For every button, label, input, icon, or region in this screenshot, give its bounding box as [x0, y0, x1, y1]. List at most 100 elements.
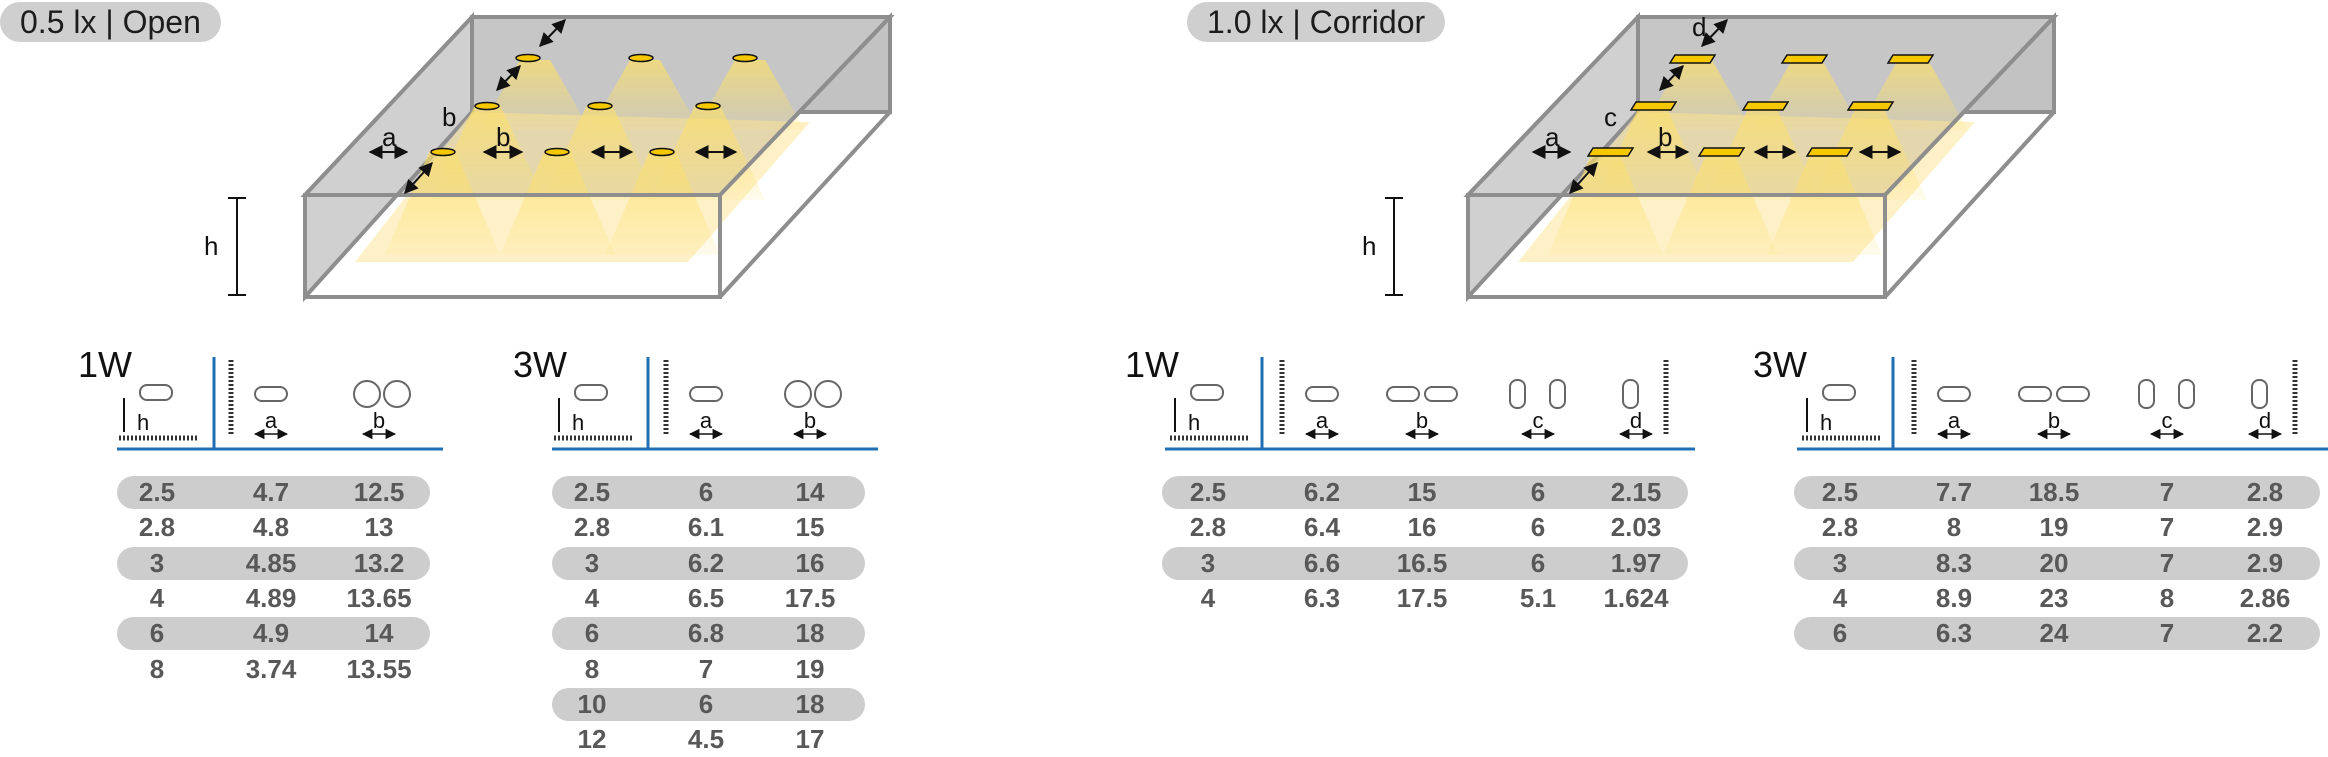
- dim-label-c: c: [1604, 102, 1617, 132]
- luminaire-icon: [2251, 379, 2268, 409]
- table-cell: 12: [577, 724, 607, 755]
- light-spot-icon: [383, 380, 411, 408]
- table-cell: 2.8: [573, 512, 611, 543]
- table-cell: 4.8: [252, 512, 290, 543]
- column-label-a: a: [1316, 408, 1329, 433]
- table-cell: 5.1: [1519, 582, 1557, 613]
- luminaire-icon: [1424, 386, 1458, 402]
- table-cell: 13: [364, 512, 394, 543]
- dim-label-h: h: [204, 231, 218, 261]
- table-cell: 16: [795, 547, 825, 578]
- table-cell: 12.5: [353, 477, 405, 507]
- table-cell: 6.3: [1935, 618, 1973, 649]
- table-cell: 8: [2159, 582, 2175, 613]
- table-cell: 2.5: [1821, 477, 1859, 507]
- column-label-d: d: [1630, 408, 1642, 433]
- dim-label-b: b: [442, 102, 456, 132]
- table-cell: 7: [2159, 477, 2175, 507]
- table-cell: 4.5: [687, 724, 725, 755]
- luminaires: [1586, 54, 1935, 157]
- table-cell: 3: [149, 547, 165, 578]
- table-cell: 6: [698, 688, 714, 719]
- luminaires: [430, 53, 758, 157]
- luminaire-icon: [2018, 386, 2052, 402]
- luminaire-icon: [1549, 379, 1566, 409]
- table-cell: 6.3: [1303, 582, 1341, 613]
- wattage-label: 1W: [1125, 344, 1179, 385]
- table-cell: 13.55: [346, 653, 412, 684]
- table-cell: 18: [795, 688, 825, 719]
- table-cell: 6: [1530, 512, 1546, 543]
- table-cell: 7: [2159, 512, 2175, 543]
- table-cell: 3: [1200, 547, 1216, 578]
- table-cell: 4: [149, 582, 165, 613]
- luminaire-icon: [574, 384, 608, 401]
- dim-label-h: h: [1362, 231, 1376, 261]
- table-cell: 2.86: [2239, 582, 2291, 613]
- table-cell: 1.97: [1610, 547, 1662, 578]
- table-cell: 4.85: [245, 547, 297, 578]
- column-label-a: a: [700, 408, 713, 433]
- table-cell: 8.9: [1935, 582, 1973, 613]
- table-cell: 6: [1530, 477, 1546, 507]
- table-cell: 8: [1946, 512, 1962, 543]
- table-cell: 6.6: [1303, 547, 1341, 578]
- table-cell: 6: [698, 477, 714, 507]
- table-cell: 3.74: [245, 653, 297, 684]
- table-cell: 2.15: [1610, 477, 1662, 507]
- wattage-label: 3W: [513, 344, 567, 385]
- table-cell: 8: [584, 653, 600, 684]
- column-label-b: b: [804, 408, 816, 433]
- wattage-label: 3W: [1753, 344, 1807, 385]
- table-cell: 2.5: [1189, 477, 1227, 507]
- table-cell: 2.5: [138, 477, 176, 507]
- table-cell: 2.8: [1189, 512, 1227, 543]
- table-row: 8 7 19: [552, 653, 865, 686]
- column-label-h: h: [1820, 410, 1832, 435]
- luminaire-icon: [2138, 379, 2155, 409]
- dim-label-d: d: [1692, 12, 1706, 42]
- table-row: 10 6 18: [552, 687, 865, 721]
- table-cell: 6.8: [687, 618, 725, 649]
- column-label-b: b: [373, 408, 385, 433]
- table-cell: 2.8: [138, 512, 176, 543]
- table-cell: 2.2: [2246, 618, 2284, 649]
- table-cell: 7.7: [1935, 477, 1973, 507]
- table-cell: 6: [584, 618, 600, 649]
- table-cell: 19: [2039, 512, 2069, 543]
- dimension-arrows: [228, 18, 738, 296]
- luminaire-icon: [1937, 386, 1971, 402]
- table-cell: 19: [795, 653, 825, 684]
- room-right-edges: [718, 12, 892, 299]
- table-cell: 7: [698, 653, 714, 684]
- table-cell: 10: [577, 688, 607, 719]
- scenario-badge-open: 0.5 lx | Open: [0, 2, 221, 42]
- column-label-b: b: [1416, 408, 1428, 433]
- light-spot-icon: [814, 380, 842, 408]
- table-cell: 4.9: [252, 618, 290, 649]
- room-diagram-open: a b b h: [204, 11, 895, 303]
- column-label-d: d: [2259, 408, 2271, 433]
- table-cell: 2.8: [2246, 477, 2284, 507]
- table-cell: 6.2: [1303, 477, 1341, 507]
- table-cell: 13.65: [346, 582, 412, 613]
- luminaire-icon: [1822, 384, 1856, 401]
- table-cell: 23: [2039, 582, 2069, 613]
- table-cell: 24: [2039, 618, 2069, 649]
- luminaire-icon: [2178, 379, 2195, 409]
- table-cell: 2.03: [1610, 512, 1662, 543]
- table-cell: 17.5: [1396, 582, 1448, 613]
- column-label-a: a: [1948, 408, 1961, 433]
